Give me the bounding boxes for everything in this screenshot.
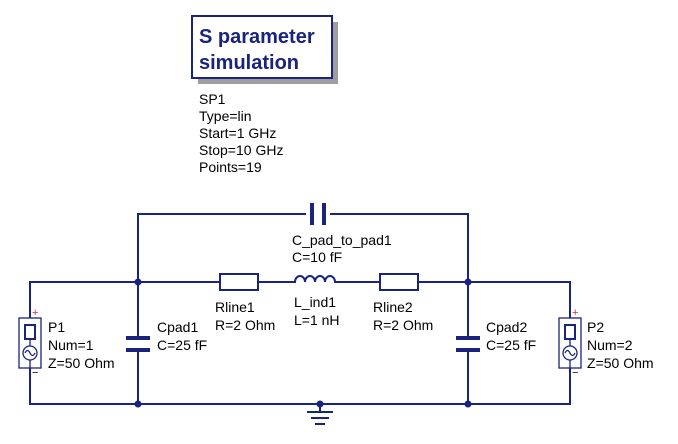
p1-name: P1 — [48, 319, 65, 335]
sim-type: Type=lin — [199, 108, 252, 124]
p2-num: Num=2 — [587, 337, 633, 353]
sim-title-line2: simulation — [199, 52, 299, 74]
c-pad-to-pad-name: C_pad_to_pad1 — [292, 232, 392, 248]
rline1-value: R=2 Ohm — [215, 317, 275, 333]
l-ind-inductor[interactable] — [289, 275, 346, 283]
wires — [29, 213, 571, 413]
p2-plus-sign: + — [572, 307, 578, 319]
wire-top-right — [330, 213, 469, 283]
ground-icon[interactable] — [307, 411, 333, 425]
p1-sine-icon — [24, 349, 36, 357]
node-right-bottom — [464, 400, 472, 408]
cpad2-name: Cpad2 — [486, 319, 527, 335]
cpad2-capacitor[interactable] — [456, 336, 480, 352]
sim-start: Start=1 GHz — [199, 125, 276, 141]
sim-title-line1: S parameter — [199, 26, 315, 48]
rline1-name: Rline1 — [215, 299, 255, 315]
node-left-top — [134, 278, 142, 286]
p2-sine-icon — [564, 349, 576, 357]
junction-nodes — [134, 278, 472, 408]
node-right-top — [464, 278, 472, 286]
p2-minus-sign: − — [572, 367, 578, 379]
p2-name: P2 — [587, 319, 604, 335]
p2-port[interactable] — [558, 317, 582, 369]
rline2-name: Rline2 — [373, 299, 413, 315]
p1-port[interactable] — [18, 317, 42, 369]
wire-top-left — [137, 213, 306, 283]
sim-box — [191, 15, 333, 79]
cpad1-name: Cpad1 — [157, 319, 198, 335]
node-ground — [316, 400, 324, 408]
l-ind-name: L_ind1 — [294, 294, 336, 310]
l-ind-value: L=1 nH — [294, 312, 340, 328]
cpad1-value: C=25 fF — [157, 337, 207, 353]
p2-impedance: Z=50 Ohm — [587, 355, 654, 371]
cpad2-value: C=25 fF — [486, 337, 536, 353]
c-pad-to-pad-capacitor[interactable] — [310, 203, 326, 225]
p1-plus-sign: + — [32, 307, 38, 319]
sim-stop: Stop=10 GHz — [199, 142, 283, 158]
rline1-resistor[interactable] — [207, 273, 269, 291]
p1-num: Num=1 — [48, 337, 94, 353]
sp-simulation-block[interactable]: S parameter simulation — [191, 15, 338, 84]
p1-impedance: Z=50 Ohm — [48, 355, 115, 371]
rline2-resistor[interactable] — [369, 273, 429, 291]
p1-minus-sign: − — [32, 367, 38, 379]
node-left-bottom — [134, 400, 142, 408]
c-pad-to-pad-value: C=10 fF — [292, 249, 342, 265]
sim-name: SP1 — [199, 91, 226, 107]
sim-points: Points=19 — [199, 159, 262, 175]
cpad1-capacitor[interactable] — [126, 336, 150, 352]
rline2-value: R=2 Ohm — [373, 317, 433, 333]
